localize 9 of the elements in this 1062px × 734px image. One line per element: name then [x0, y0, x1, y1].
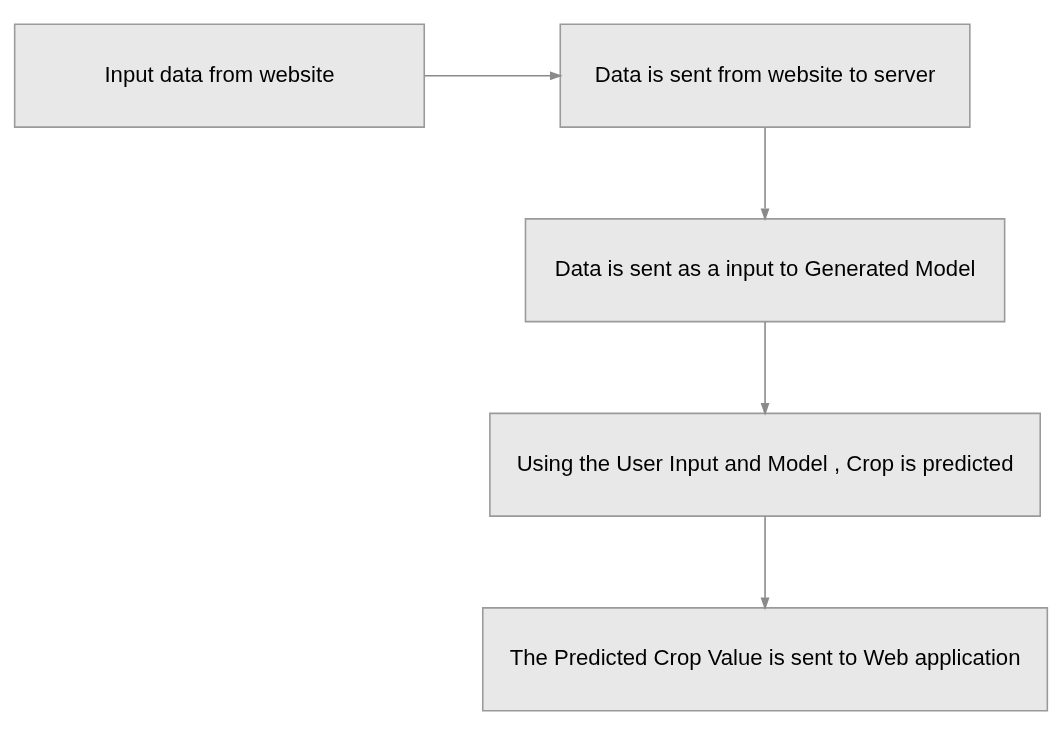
node-box: Data is sent as a input to Generated Model — [524, 217, 1006, 322]
arrow — [760, 320, 770, 416]
arrow — [760, 126, 770, 221]
node-box: Data is sent from website to server — [559, 23, 971, 128]
node-box: Using the User Input and Model , Crop is predicted — [489, 412, 1041, 517]
arrow — [423, 70, 563, 80]
node-box: Input data from website — [13, 23, 426, 128]
arrow — [760, 515, 770, 610]
node-box: The Predicted Crop Value is sent to Web application — [481, 606, 1049, 711]
